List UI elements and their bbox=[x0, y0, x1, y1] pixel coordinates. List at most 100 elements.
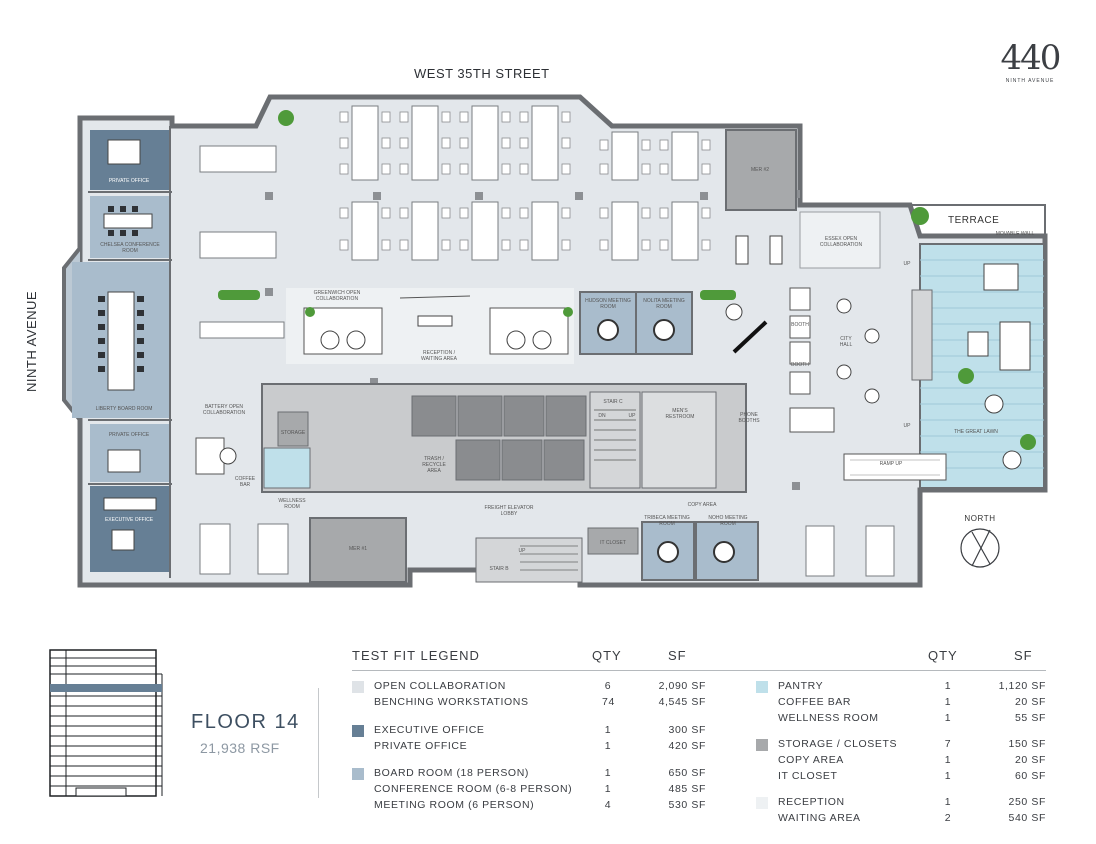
legend-label: WAITING AREA bbox=[778, 812, 861, 824]
label-copy-area: COPY AREA bbox=[687, 502, 717, 508]
legend-label: BOARD ROOM (18 PERSON) bbox=[374, 767, 529, 779]
legend-label: PANTRY bbox=[778, 680, 824, 692]
legend-left: OPEN COLLABORATION 6 2,090 SF BENCHING W… bbox=[352, 678, 708, 815]
legend-qty: 1 bbox=[944, 712, 952, 724]
legend-swatch bbox=[756, 797, 768, 809]
label-stair-up: UP bbox=[628, 413, 636, 419]
storage-room bbox=[277, 411, 309, 447]
legend-rule bbox=[352, 670, 1046, 671]
legend-qty-header-left: QTY bbox=[592, 648, 622, 663]
label-tribeca: TRIBECA MEETING ROOM bbox=[644, 515, 690, 527]
legend-sf: 150 SF bbox=[1008, 738, 1046, 750]
legend-label: BENCHING WORKSTATIONS bbox=[374, 696, 529, 708]
it-closet bbox=[587, 527, 639, 555]
legend-label: WELLNESS ROOM bbox=[778, 712, 879, 724]
legend-qty: 1 bbox=[944, 696, 952, 708]
legend-qty: 74 bbox=[602, 696, 615, 708]
label-trash: TRASH / RECYCLE AREA bbox=[422, 456, 446, 474]
legend-qty: 7 bbox=[944, 738, 952, 750]
label-stair-dn: DN bbox=[598, 413, 606, 419]
label-stair-b: STAIR B bbox=[489, 566, 509, 572]
legend-sf: 2,090 SF bbox=[658, 680, 706, 692]
legend-group-meeting: BOARD ROOM (18 PERSON) 1 650 SF CONFEREN… bbox=[352, 765, 708, 815]
label-mer-2: MER #2 bbox=[750, 167, 770, 173]
terrace-outline bbox=[880, 204, 1046, 236]
legend-label: COFFEE BAR bbox=[778, 696, 852, 708]
label-mens: MEN'S RESTROOM bbox=[665, 408, 695, 420]
label-terrace: TERRACE bbox=[948, 215, 1000, 226]
label-private-office-top: PRIVATE OFFICE bbox=[108, 178, 150, 184]
legend-label: EXECUTIVE OFFICE bbox=[374, 724, 485, 736]
label-chelsea: CHELSEA CONFERENCE ROOM bbox=[100, 242, 160, 254]
legend-qty: 1 bbox=[944, 796, 952, 808]
label-ramp: RAMP UP bbox=[879, 461, 903, 467]
label-hudson: HUDSON MEETING ROOM bbox=[585, 298, 631, 310]
label-booth-2: BOOTH bbox=[791, 362, 809, 368]
legend-sf: 60 SF bbox=[1014, 770, 1046, 782]
legend-heading: TEST FIT LEGEND bbox=[352, 648, 480, 663]
label-it-closet: IT CLOSET bbox=[600, 540, 626, 546]
label-coffee-bar: COFFEE BAR bbox=[234, 476, 256, 488]
legend-qty: 1 bbox=[944, 754, 952, 766]
legend-qty-header-right: QTY bbox=[928, 648, 958, 663]
legend-sf: 55 SF bbox=[1014, 712, 1046, 724]
highlighted-floor bbox=[50, 684, 162, 692]
label-essex: ESSEX OPEN COLLABORATION bbox=[819, 236, 863, 248]
mer-1 bbox=[309, 517, 407, 583]
legend-swatch bbox=[756, 739, 768, 751]
stair-b bbox=[475, 537, 583, 583]
legend-right: PANTRY 1 1,120 SF COFFEE BAR 1 20 SF WEL… bbox=[756, 678, 1048, 828]
legend-sf: 420 SF bbox=[668, 740, 706, 752]
legend-sf: 1,120 SF bbox=[998, 680, 1046, 692]
label-booth-1: BOOTH bbox=[791, 322, 809, 328]
floor-plan bbox=[62, 94, 1048, 588]
label-mer-1: MER #1 bbox=[348, 546, 368, 552]
legend-label: OPEN COLLABORATION bbox=[374, 680, 506, 692]
legend-label: CONFERENCE ROOM (6-8 PERSON) bbox=[374, 783, 573, 795]
label-stair-c: STAIR C bbox=[603, 399, 623, 405]
legend-sf: 4,545 SF bbox=[658, 696, 706, 708]
label-nolita: NOLITA MEETING ROOM bbox=[643, 298, 685, 310]
essex-zone bbox=[799, 211, 881, 269]
north-label: NORTH bbox=[964, 514, 996, 523]
legend-sf: 530 SF bbox=[668, 799, 706, 811]
legend-qty: 1 bbox=[944, 770, 952, 782]
legend-label: IT CLOSET bbox=[778, 770, 838, 782]
legend-sf-header-left: SF bbox=[668, 648, 687, 663]
legend-label: STORAGE / CLOSETS bbox=[778, 738, 898, 750]
label-freight: FREIGHT ELEVATOR LOBBY bbox=[484, 505, 534, 517]
legend-divider bbox=[318, 688, 319, 798]
legend-qty: 4 bbox=[604, 799, 612, 811]
label-city-hall: CITY HALL bbox=[839, 336, 853, 348]
legend-qty: 1 bbox=[604, 740, 612, 752]
label-great-lawn: THE GREAT LAWN bbox=[954, 429, 998, 435]
legend-qty: 6 bbox=[604, 680, 612, 692]
legend-group-open: OPEN COLLABORATION 6 2,090 SF BENCHING W… bbox=[352, 678, 708, 712]
legend-sf: 300 SF bbox=[668, 724, 706, 736]
logo-number: 440 bbox=[1000, 38, 1062, 78]
label-reception: RECEPTION / WAITING AREA bbox=[421, 350, 457, 362]
floor-title: FLOOR 14 bbox=[191, 711, 300, 733]
label-greenwich: GREENWICH OPEN COLLABORATION bbox=[313, 290, 361, 302]
label-battery: BATTERY OPEN COLLABORATION bbox=[202, 404, 246, 416]
street-label-north: WEST 35TH STREET bbox=[414, 66, 550, 81]
label-wellness: WELLNESS ROOM bbox=[278, 498, 306, 510]
legend-sf: 20 SF bbox=[1014, 696, 1046, 708]
label-liberty: LIBERTY BOARD ROOM bbox=[95, 406, 153, 412]
legend-sf: 540 SF bbox=[1008, 812, 1046, 824]
legend-qty: 1 bbox=[604, 783, 612, 795]
logo-subtitle: NINTH AVENUE bbox=[1005, 78, 1055, 84]
north-arrow bbox=[960, 528, 1000, 568]
label-phone-booths: PHONE BOOTHS bbox=[738, 412, 760, 424]
legend-qty: 1 bbox=[604, 724, 612, 736]
legend-swatch bbox=[352, 681, 364, 693]
legend-group-reception: RECEPTION 1 250 SF WAITING AREA 2 540 SF bbox=[756, 794, 1048, 828]
legend-qty: 2 bbox=[944, 812, 952, 824]
label-up-1: UP bbox=[903, 261, 911, 267]
label-executive-office: EXECUTIVE OFFICE bbox=[104, 517, 154, 523]
building-stack-diagram bbox=[49, 649, 163, 797]
legend-sf: 485 SF bbox=[668, 783, 706, 795]
legend-qty: 1 bbox=[604, 767, 612, 779]
legend-qty: 1 bbox=[944, 680, 952, 692]
label-storage: STORAGE bbox=[280, 430, 306, 436]
